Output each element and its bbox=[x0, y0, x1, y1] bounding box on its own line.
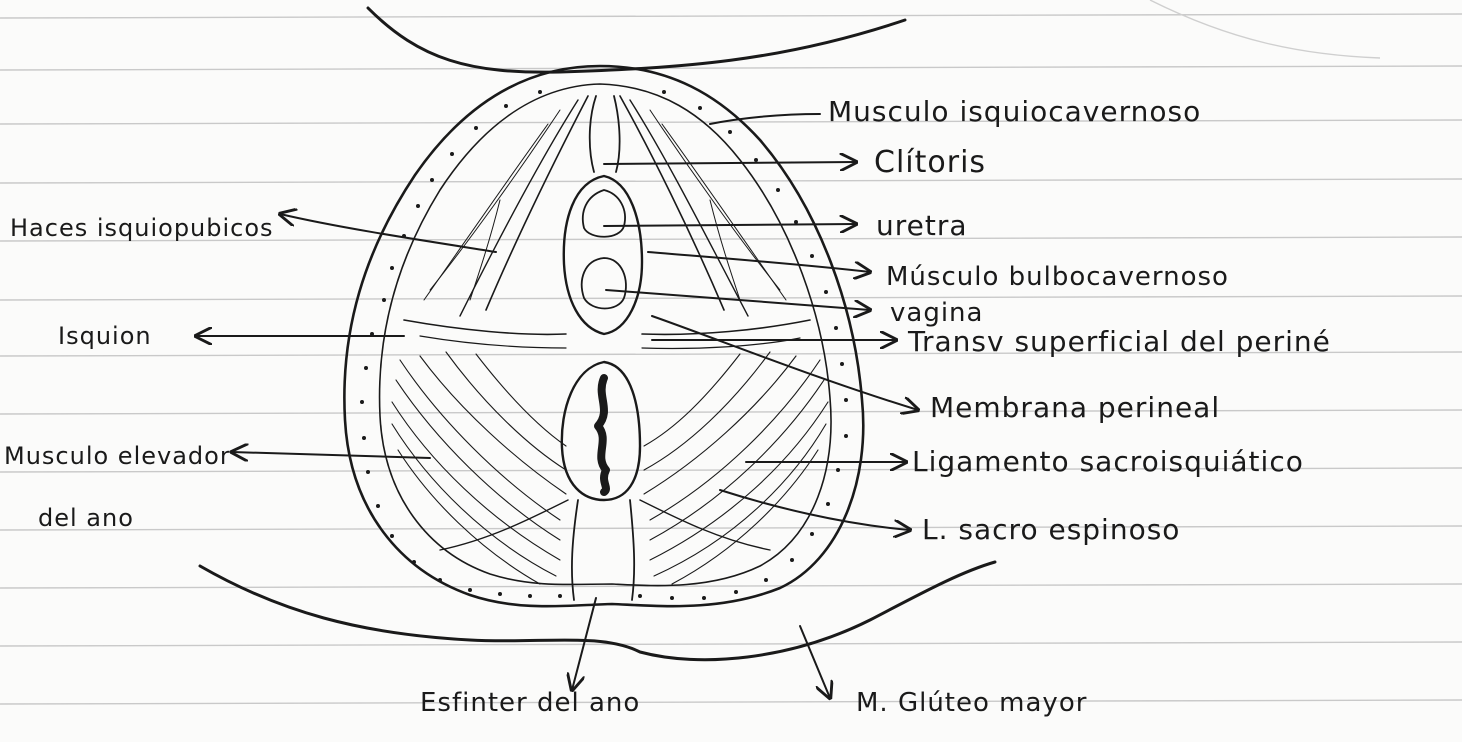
label-bulbocavernoso: Músculo bulbocavernoso bbox=[886, 264, 1229, 290]
label-clitoris: Clítoris bbox=[874, 148, 986, 178]
label-sacroespinoso: L. sacro espinoso bbox=[922, 516, 1180, 544]
label-haces: Haces isquiopubicos bbox=[10, 216, 274, 240]
label-isquion: Isquion bbox=[58, 324, 152, 348]
label-esfinter: Esfinter del ano bbox=[420, 690, 640, 716]
leader-gluteo bbox=[800, 626, 830, 698]
label-elevador-line2: del ano bbox=[38, 506, 134, 530]
leader-clitoris bbox=[604, 162, 856, 164]
leader-sacroespinoso bbox=[720, 490, 910, 530]
leader-uretra bbox=[604, 224, 856, 226]
label-gluteo: M. Glúteo mayor bbox=[856, 690, 1087, 716]
label-isquiocavernoso: Musculo isquiocavernoso bbox=[828, 98, 1201, 126]
label-vagina: vagina bbox=[890, 300, 983, 326]
label-uretra: uretra bbox=[876, 212, 968, 240]
leader-membrana bbox=[652, 316, 918, 410]
label-membrana: Membrana perineal bbox=[930, 394, 1220, 422]
vestibule-outline bbox=[564, 176, 642, 334]
label-elevador-line1: Musculo elevador bbox=[4, 444, 231, 468]
leader-bulbocavernoso bbox=[648, 252, 870, 272]
upper-curve bbox=[368, 8, 905, 72]
label-sacrociatico: Ligamento sacroisquiático bbox=[912, 448, 1304, 476]
label-transverso: Transv superficial del periné bbox=[908, 328, 1331, 356]
lower-curve bbox=[200, 562, 995, 660]
leader-isquiocavernoso bbox=[710, 114, 820, 124]
leader-esfinter bbox=[572, 598, 596, 690]
